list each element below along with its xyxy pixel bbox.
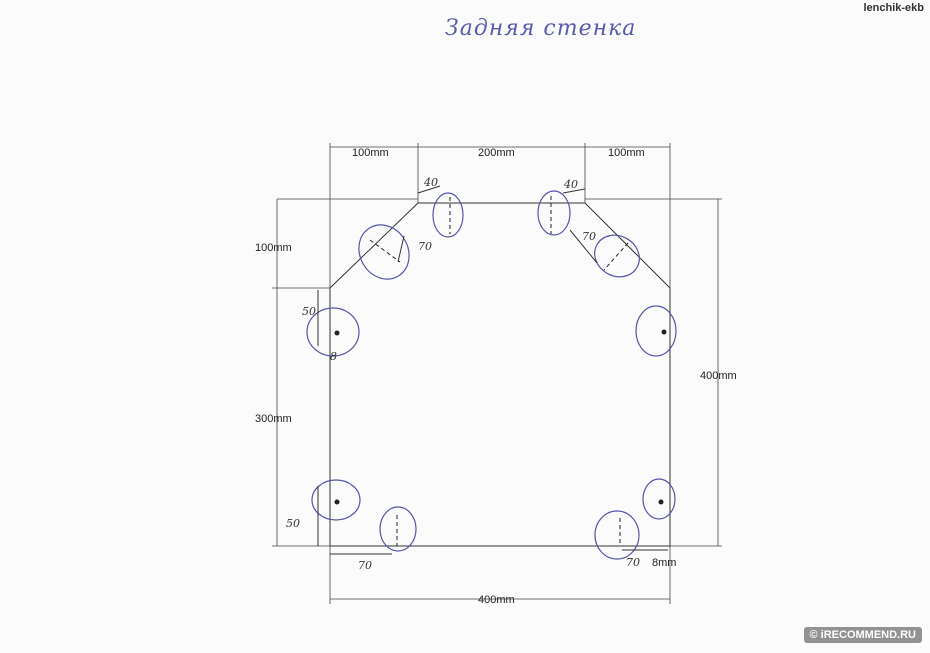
note-70-left: 70	[418, 240, 432, 253]
note-70-bottom-right: 70	[626, 556, 640, 569]
dashed-center-marks	[369, 196, 629, 546]
note-40-right: 40	[563, 178, 578, 191]
hole-marker	[306, 307, 360, 357]
note-8-left: 8	[330, 350, 337, 363]
dim-bottom: 400mm	[478, 594, 515, 606]
hole-marker	[358, 224, 410, 280]
dim-bottom-right-small: 8mm	[652, 557, 676, 569]
note-50-bottom-left: 50	[286, 517, 300, 530]
watermark-username: lenchik-ekb	[863, 2, 924, 14]
hole-markers	[306, 190, 677, 560]
dim-top-middle: 200mm	[478, 147, 515, 159]
dim-top-right: 100mm	[608, 147, 645, 159]
panel-outline	[329, 202, 671, 547]
note-40-left: 40	[423, 176, 438, 189]
dim-left-upper: 100mm	[255, 242, 292, 254]
hole-marker	[635, 305, 677, 357]
hole-marker	[594, 234, 640, 278]
hole-marker	[642, 478, 676, 520]
note-70-right: 70	[582, 230, 596, 243]
note-70-bottom-left: 70	[358, 559, 372, 572]
handwritten-arrows	[317, 185, 668, 555]
hole-marker	[432, 192, 464, 238]
hole-marker	[537, 190, 571, 236]
drawing-title: Задняя стенка	[445, 16, 637, 41]
hole-marker	[379, 506, 417, 552]
hole-marker	[594, 510, 640, 560]
dimension-lines	[272, 143, 722, 604]
dim-right: 400mm	[700, 370, 737, 382]
dim-top-left: 100mm	[352, 147, 389, 159]
hole-centers	[334, 329, 667, 505]
note-50-left: 50	[302, 305, 316, 318]
hole-marker	[311, 479, 361, 521]
dim-left-lower: 300mm	[255, 413, 292, 425]
site-watermark-logo: © iRECOMMEND.RU	[803, 627, 922, 643]
